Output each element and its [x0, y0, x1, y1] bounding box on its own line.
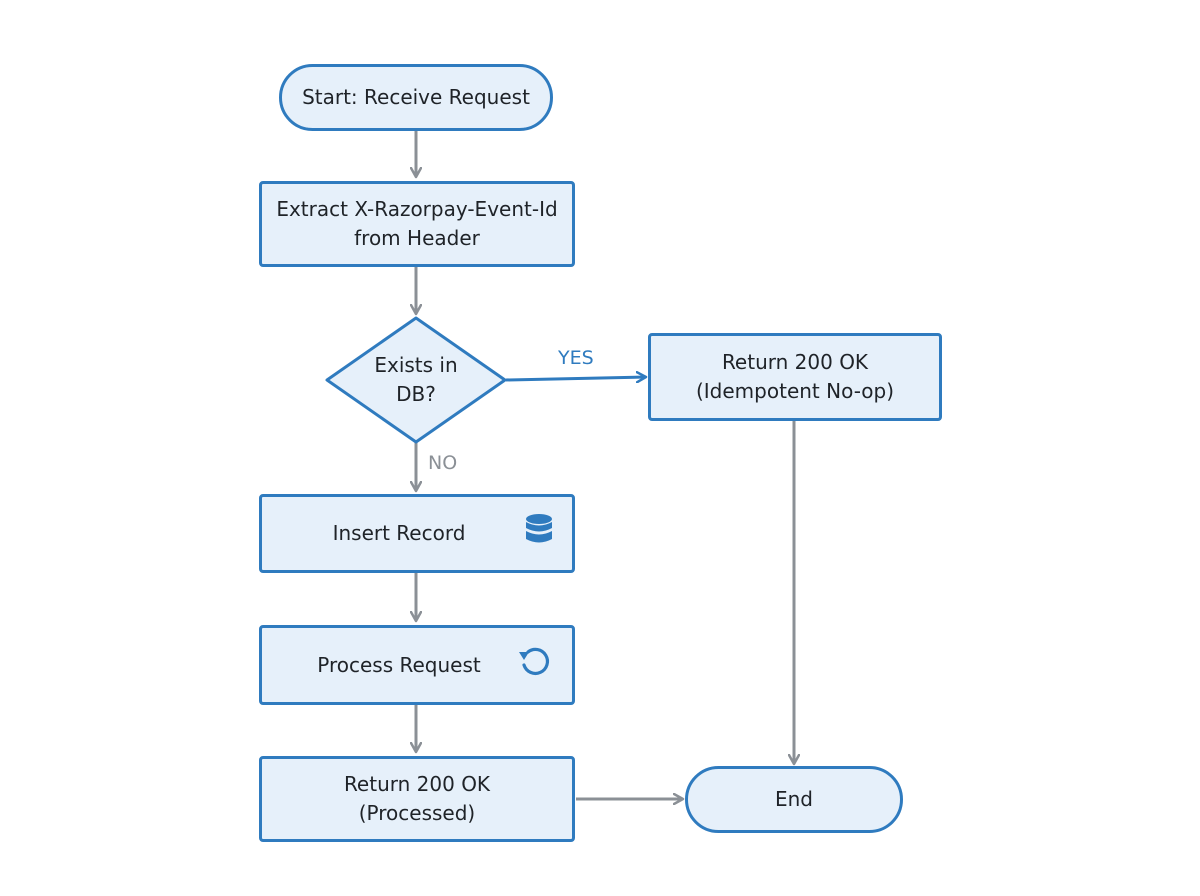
edge-label-no: NO [428, 452, 458, 474]
decision-label: Exists in DB? [374, 353, 458, 406]
end-node: End [685, 766, 903, 833]
start-node-label: Start: Receive Request [302, 85, 530, 109]
insert-record-node: Insert Record [259, 494, 575, 573]
end-node-label: End [774, 787, 813, 811]
extract-header-node: Extract X-Razorpay-Event-Id from Header [259, 181, 575, 267]
refresh-icon [516, 643, 554, 687]
return-noop-node: Return 200 OK (Idempotent No-op) [648, 333, 942, 421]
process-request-node: Process Request [259, 625, 575, 705]
decision-diamond [325, 316, 507, 444]
process-request-label: Process Request [317, 652, 481, 677]
extract-header-label: Extract X-Razorpay-Event-Id from Header [276, 197, 558, 250]
edge-label-yes: YES [558, 347, 594, 369]
return-noop-label: Return 200 OK (Idempotent No-op) [695, 350, 895, 403]
return-processed-label: Return 200 OK (Processed) [343, 772, 491, 825]
return-processed-node: Return 200 OK (Processed) [259, 756, 575, 842]
database-icon [524, 513, 554, 555]
insert-record-label: Insert Record [332, 521, 466, 545]
start-node: Start: Receive Request [279, 64, 553, 131]
edge-decision-to-return-noop [505, 377, 646, 380]
